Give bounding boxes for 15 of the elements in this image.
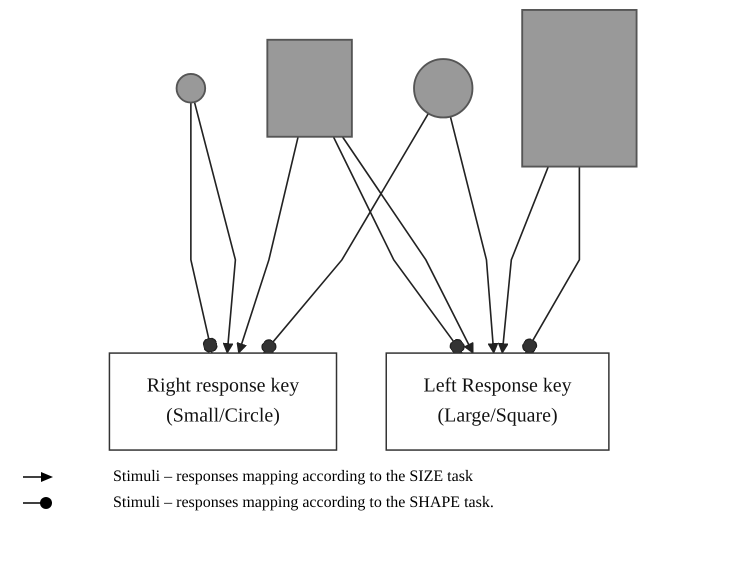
- arrow: [498, 166, 550, 354]
- node-box: Right response key (Small/Circle): [108, 352, 338, 451]
- arrow: [236, 136, 299, 354]
- connector: [522, 166, 580, 354]
- legend-text: Stimuli – responses mapping according to the SHAPE task.: [113, 494, 494, 512]
- node-box: Left Response key (Large/Square): [386, 352, 610, 451]
- arrow: [194, 102, 236, 354]
- legend-text: Stimuli – responses mapping according to the SIZE task: [113, 468, 473, 486]
- node-box: [266, 38, 353, 138]
- node-circle: [176, 73, 206, 104]
- arrow: [450, 116, 498, 354]
- node-box: [521, 9, 638, 168]
- node-circle: [413, 58, 474, 118]
- connector: [261, 113, 430, 354]
- connector: [190, 102, 218, 354]
